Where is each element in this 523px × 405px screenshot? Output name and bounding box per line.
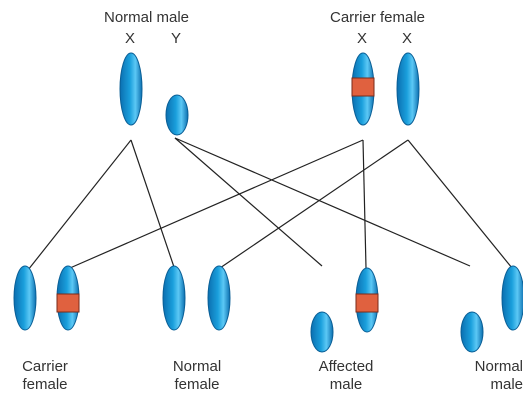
carrier-female-x-chromosome	[13, 265, 37, 331]
offspring-label-normal-female: Normal female	[162, 358, 232, 394]
line-father-x-to-normal-female	[130, 139, 176, 271]
line-mother-normal-x-to-normal-female	[219, 139, 409, 269]
offspring-label-carrier-female: Carrier female	[10, 358, 80, 394]
line-father-y-to-affected-male	[174, 137, 323, 267]
father-label: Normal male	[104, 9, 190, 26]
affected-male-y-chromosome	[310, 311, 334, 353]
mother-label: Carrier female	[330, 9, 426, 26]
offspring-label-line1: Normal	[172, 358, 222, 375]
carrier-female-mutation-band	[56, 293, 80, 313]
offspring-label-line1: Normal	[474, 358, 523, 375]
normal-female-x-chromosome-1	[162, 265, 186, 331]
father-y-chromosome	[165, 94, 189, 136]
line-mother-mutant-x-to-affected-male	[362, 139, 367, 269]
offspring-label-line2: female	[22, 376, 68, 393]
offspring-label-normal-male: Normal male	[463, 358, 523, 394]
mother-normal-x-chromosome	[396, 52, 420, 126]
offspring-label-line2: female	[174, 376, 220, 393]
line-mother-normal-x-to-normal-male	[407, 139, 513, 269]
offspring-label-line2: male	[329, 376, 363, 393]
offspring-label-line2: male	[490, 376, 523, 393]
line-father-x-to-carrier-female	[27, 139, 132, 271]
normal-female-x-chromosome-2	[207, 265, 231, 331]
normal-male-x-chromosome	[501, 265, 523, 331]
father-y-label: Y	[171, 30, 182, 47]
offspring-label-affected-male: Affected male	[308, 358, 384, 394]
mother-x1-label: X	[357, 30, 368, 47]
affected-male-mutation-band	[355, 293, 379, 313]
inheritance-lines	[27, 137, 513, 271]
offspring-label-line1: Carrier	[22, 358, 68, 375]
father-x-label: X	[125, 30, 136, 47]
mother-mutation-band	[351, 77, 375, 97]
mother-x2-label: X	[402, 30, 413, 47]
line-mother-mutant-x-to-carrier-female	[69, 139, 364, 269]
father-x-chromosome	[119, 52, 143, 126]
offspring-label-line1: Affected	[318, 358, 374, 375]
line-father-y-to-normal-male	[174, 137, 471, 267]
normal-male-y-chromosome	[460, 311, 484, 353]
